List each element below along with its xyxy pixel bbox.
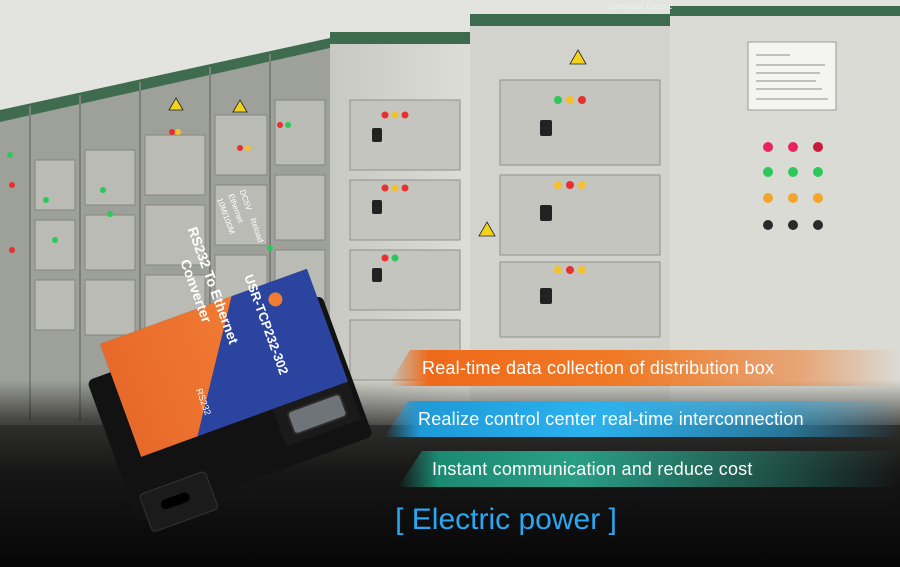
feature-banner-text: Instant communication and reduce cost <box>432 458 753 479</box>
feature-banner-interconnection: Realize control center real-time interco… <box>384 401 900 437</box>
feature-banner-communication: Instant communication and reduce cost <box>398 451 900 487</box>
device-model-label: USR-TCP232-302 <box>241 272 292 377</box>
feature-banner-text: Realize control center real-time interco… <box>418 408 804 429</box>
page-title-text: [ Electric power ] <box>395 503 617 536</box>
cabinet-brand-label: Schneider Electric <box>608 2 673 11</box>
device-port-label: RS232 <box>194 387 213 417</box>
page-title: [ Electric power ] <box>0 503 900 537</box>
feature-banner-data-collection: Real-time data collection of distributio… <box>388 350 900 386</box>
feature-banner-text: Real-time data collection of distributio… <box>422 357 775 378</box>
usr-tcp232-302-device <box>88 268 372 532</box>
